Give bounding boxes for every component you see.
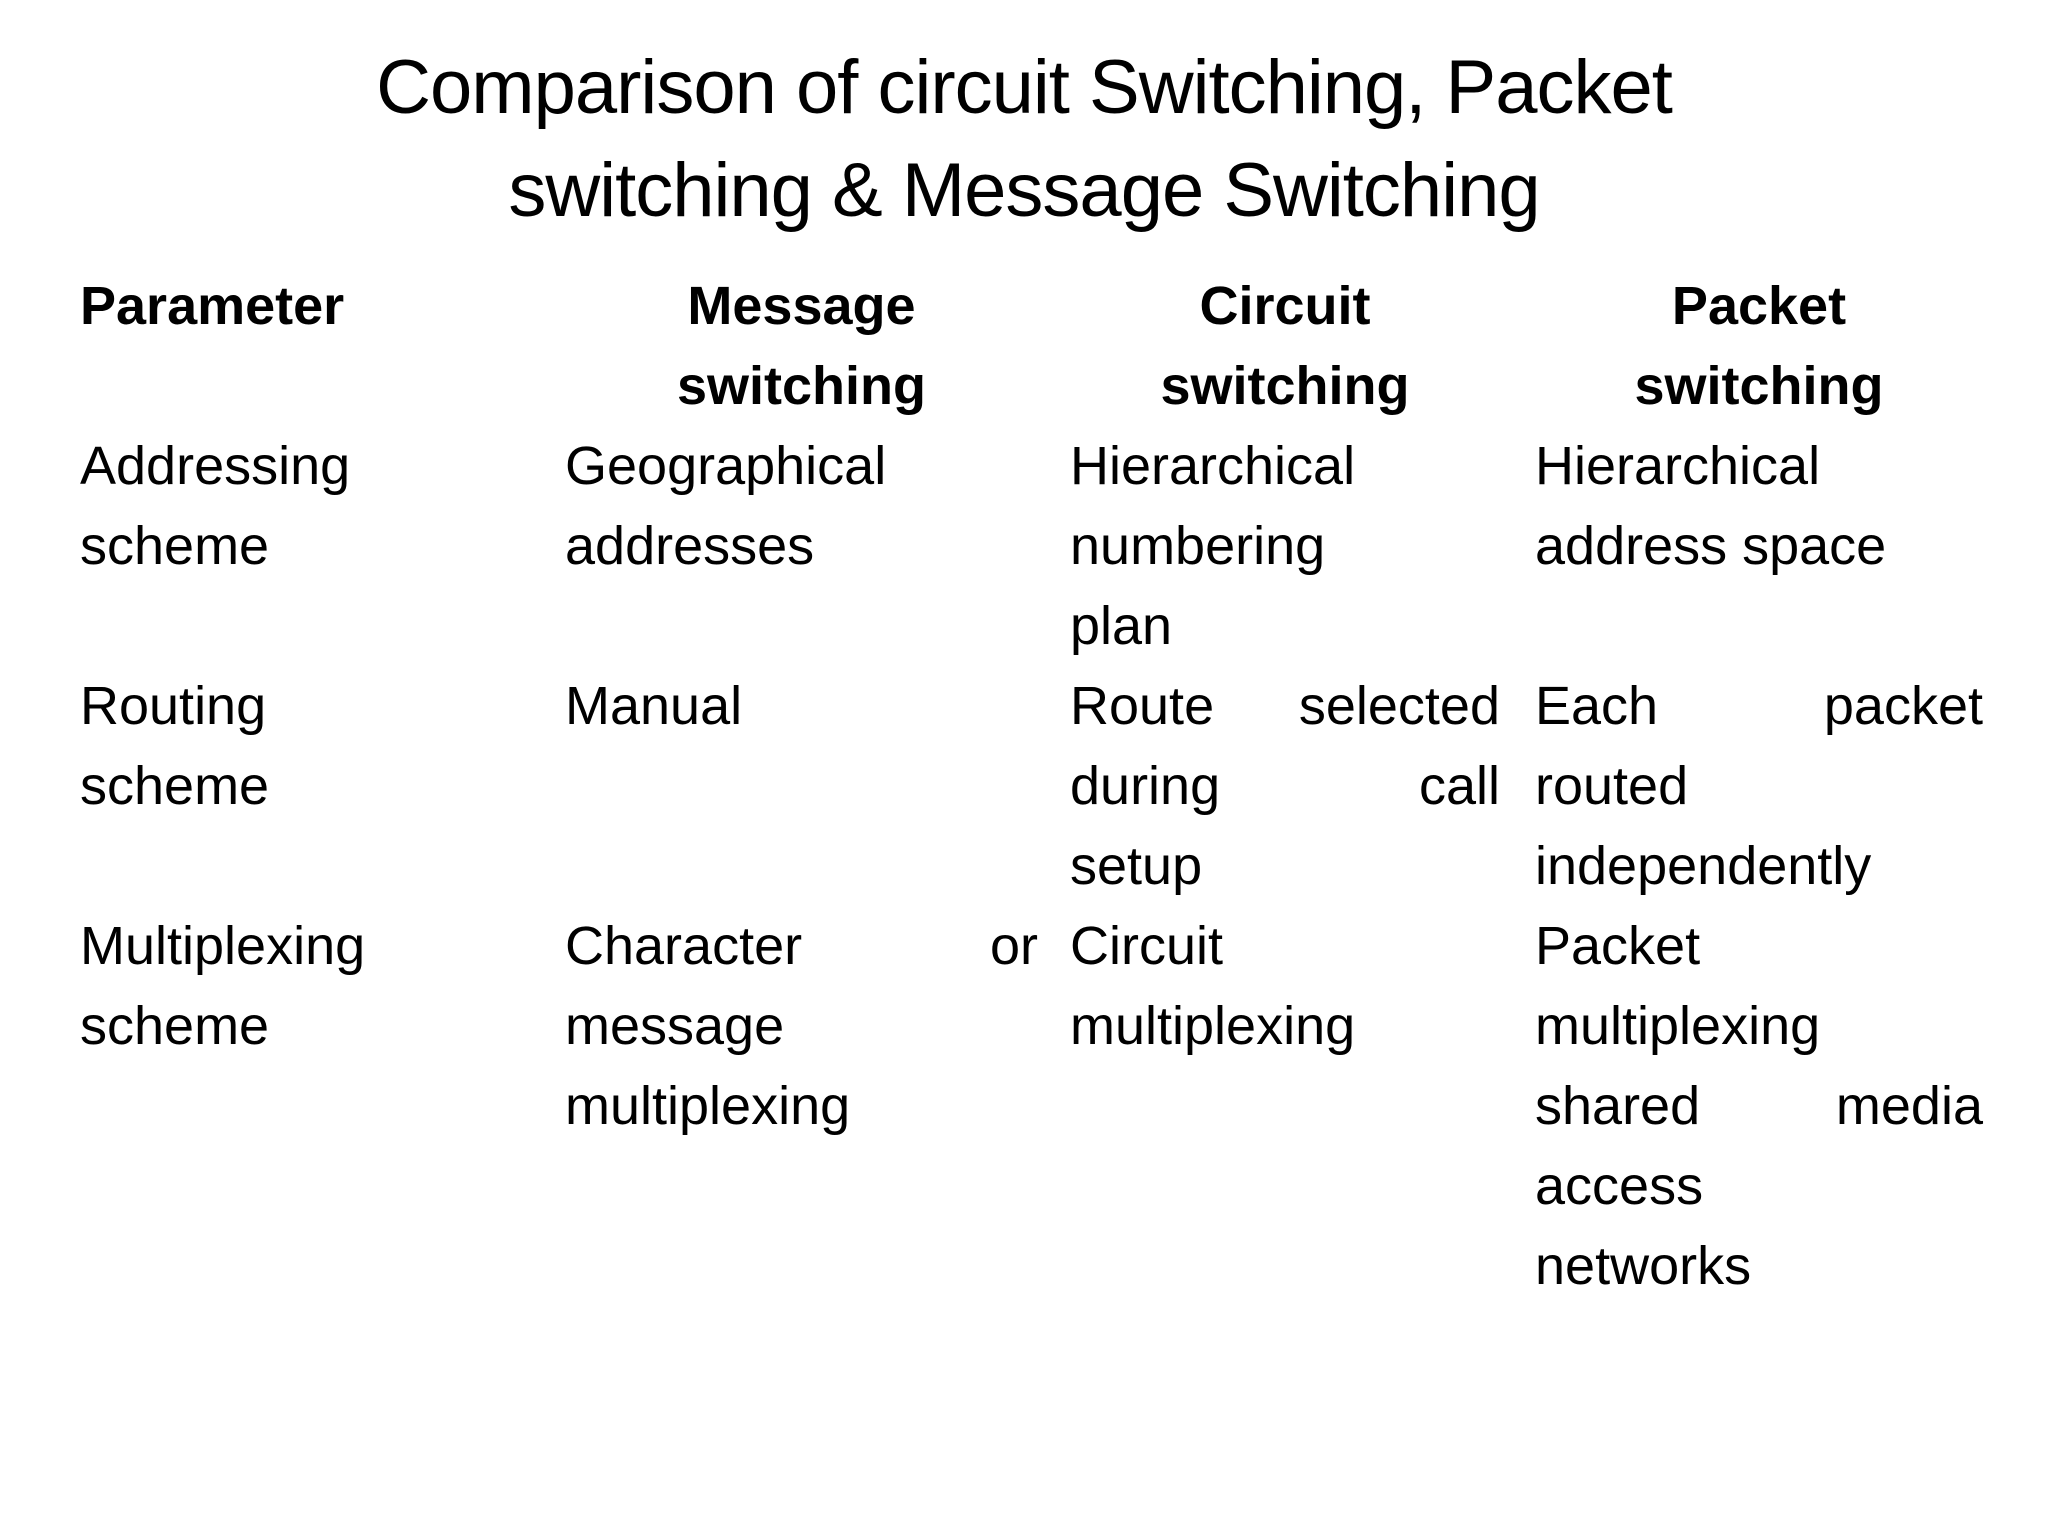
header-line: switching — [676, 356, 926, 416]
word: Each — [1535, 676, 1659, 736]
header-message-switching: Message switching — [565, 266, 1070, 426]
cell-line: scheme — [80, 756, 270, 816]
cell-line: Hierarchical — [1070, 436, 1356, 496]
cell-line: numbering — [1070, 516, 1326, 576]
cell-line: Character or — [565, 906, 1038, 986]
cell-line: Route selected — [1070, 666, 1500, 746]
cell-multiplexing-scheme-circuit-switching: Circuit multiplexing — [1070, 906, 1535, 1306]
cell-line: shared media — [1535, 1066, 1983, 1146]
header-line: Packet — [1671, 276, 1847, 336]
header-line: switching — [1160, 356, 1410, 416]
cell-line: networks — [1535, 1236, 1752, 1296]
cell-line: Multiplexing — [80, 916, 366, 976]
cell-routing-scheme-circuit-switching: Route selected during call setup — [1070, 666, 1535, 906]
slide-title-line-2: switching & Message Switching — [508, 148, 1540, 233]
cell-line: multiplexing — [565, 1076, 851, 1136]
cell-addressing-scheme-packet-switching: Hierarchical address space — [1535, 426, 1983, 666]
cell-line: routed — [1535, 756, 1689, 816]
cell-line: access — [1535, 1156, 1704, 1216]
cell-line: Geographical — [565, 436, 887, 496]
word: Route — [1070, 676, 1215, 736]
header-circuit-switching: Circuit switching — [1070, 266, 1535, 426]
header-parameter: Parameter — [80, 266, 565, 426]
slide-title: Comparison of circuit Switching, Packet … — [0, 36, 2048, 242]
cell-line: multiplexing — [1070, 996, 1356, 1056]
word: media — [1835, 1076, 1983, 1136]
header-line: Message — [687, 276, 916, 336]
word: shared — [1535, 1076, 1701, 1136]
word: call — [1418, 756, 1500, 816]
cell-line: Packet — [1535, 916, 1701, 976]
cell-addressing-scheme-circuit-switching: Hierarchical numbering plan — [1070, 426, 1535, 666]
cell-line: setup — [1070, 836, 1203, 896]
cell-routing-scheme-message-switching: Manual — [565, 666, 1070, 906]
cell-line: Routing — [80, 676, 267, 736]
word: Character — [565, 916, 803, 976]
cell-line: Manual — [565, 676, 743, 736]
cell-addressing-scheme-message-switching: Geographical addresses — [565, 426, 1070, 666]
cell-line: address space — [1535, 516, 1887, 576]
cell-line: independently — [1535, 836, 1872, 896]
slide-title-line-1: Comparison of circuit Switching, Packet — [376, 45, 1673, 130]
header-packet-switching: Packet switching — [1535, 266, 1983, 426]
cell-multiplexing-scheme-packet-switching: Packet multiplexing shared media access netwo… — [1535, 906, 1983, 1306]
cell-line: Each packet — [1535, 666, 1983, 746]
cell-line: scheme — [80, 996, 270, 1056]
cell-line: addresses — [565, 516, 815, 576]
cell-line: plan — [1070, 596, 1173, 656]
cell-line: Hierarchical — [1535, 436, 1821, 496]
word: packet — [1823, 676, 1983, 736]
cell-line: multiplexing — [1535, 996, 1821, 1056]
cell-multiplexing-scheme-parameter: Multiplexing scheme — [80, 906, 565, 1306]
cell-routing-scheme-packet-switching: Each packet routed independently — [1535, 666, 1983, 906]
cell-line: message — [565, 996, 785, 1056]
cell-line: during call — [1070, 746, 1500, 826]
word: during — [1070, 756, 1221, 816]
cell-routing-scheme-parameter: Routing scheme — [80, 666, 565, 906]
cell-line: Circuit — [1070, 916, 1224, 976]
header-line: Parameter — [80, 276, 345, 336]
cell-line: Addressing — [80, 436, 351, 496]
word: selected — [1298, 676, 1500, 736]
header-line: Circuit — [1199, 276, 1371, 336]
cell-line: scheme — [80, 516, 270, 576]
cell-addressing-scheme-parameter: Addressing scheme — [80, 426, 565, 666]
header-line: switching — [1634, 356, 1884, 416]
word: or — [989, 916, 1038, 976]
cell-multiplexing-scheme-message-switching: Character or message multiplexing — [565, 906, 1070, 1306]
